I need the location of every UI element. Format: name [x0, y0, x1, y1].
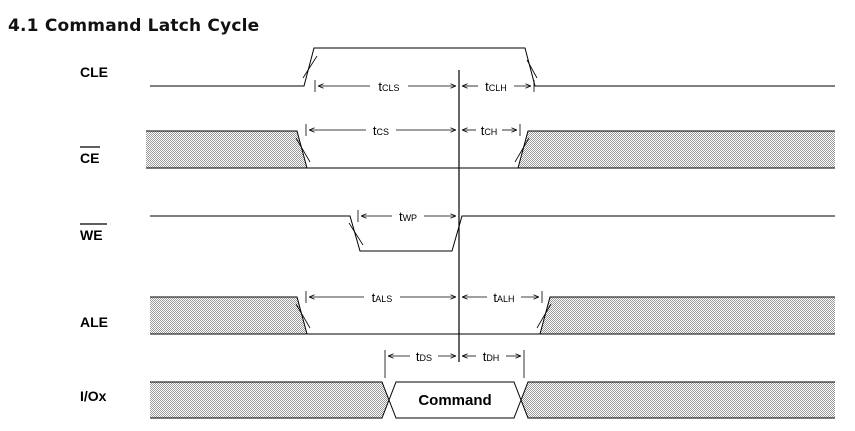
cle-waveform [150, 47, 835, 87]
signal-label-io: I/Ox [80, 388, 107, 404]
tds-label: tDS [416, 349, 432, 364]
twp-label: tWP [399, 209, 417, 224]
tcs-arrow: tCS [309, 123, 456, 138]
command-box: Command [418, 392, 491, 409]
tcs-label: tCS [373, 123, 389, 138]
signal-label-we: WE [80, 227, 103, 243]
io-waveform [150, 381, 835, 419]
tcls-arrow: tCLS [318, 79, 456, 94]
tdh-arrow: tDH [462, 349, 521, 364]
tds-arrow: tDS [388, 349, 456, 364]
tch-label: tCH [481, 123, 498, 138]
tdh-label: tDH [483, 349, 500, 364]
tals-label: tALS [372, 290, 393, 305]
tals-arrow: tALS [309, 290, 456, 305]
diagram-title: 4.1 Command Latch Cycle [8, 16, 260, 36]
timing-ticks [305, 80, 543, 378]
ce-waveform [146, 130, 835, 169]
tclh-label: tCLH [485, 79, 507, 94]
signal-label-cle: CLE [80, 64, 108, 80]
signal-label-ale: ALE [80, 314, 108, 330]
tch-arrow: tCH [462, 123, 517, 138]
twp-arrow: tWP [361, 209, 456, 224]
we-waveform [150, 215, 835, 252]
talh-label: tALH [493, 290, 514, 305]
tcls-label: tCLS [378, 79, 399, 94]
ale-waveform [150, 296, 835, 335]
command-label: Command [418, 392, 491, 409]
tclh-arrow: tCLH [462, 79, 531, 94]
talh-arrow: tALH [462, 290, 539, 305]
signal-label-ce: CE [80, 150, 99, 166]
